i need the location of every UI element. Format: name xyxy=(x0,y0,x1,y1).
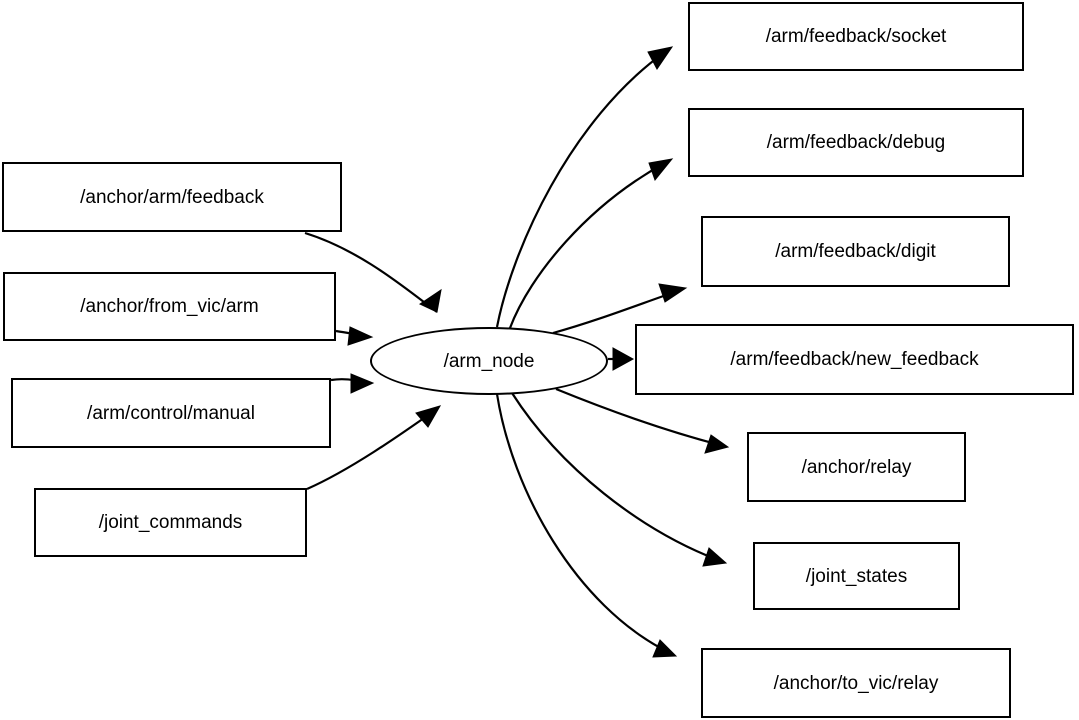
edge-arrowhead-icon xyxy=(350,373,375,394)
edge-arrowhead-icon xyxy=(658,283,688,303)
edge-line xyxy=(495,393,669,653)
graph-edge xyxy=(495,393,678,658)
topic-node-label: /arm/feedback/digit xyxy=(775,241,936,262)
topic-node-label: /joint_states xyxy=(805,565,908,587)
edge-arrowhead-icon xyxy=(652,639,678,658)
graph-edge xyxy=(608,347,635,371)
topic-node-label: /arm/feedback/debug xyxy=(766,132,946,153)
topic-node-input[interactable]: /anchor/from_vic/arm xyxy=(3,272,336,341)
graph-edge xyxy=(508,158,674,329)
edge-arrowhead-icon xyxy=(702,547,728,567)
edge-line xyxy=(555,387,721,447)
edge-arrowhead-icon xyxy=(612,347,635,371)
topic-node-output[interactable]: /arm/feedback/new_feedback xyxy=(635,324,1074,395)
topic-node-label: /arm/feedback/socket xyxy=(765,26,947,47)
topic-node-output[interactable]: /arm/feedback/socket xyxy=(688,2,1024,71)
graph-edge xyxy=(511,392,728,567)
topic-node-output[interactable]: /anchor/relay xyxy=(747,432,966,502)
topic-node-label: /anchor/relay xyxy=(801,456,912,478)
graph-edge xyxy=(304,231,442,313)
topic-node-output[interactable]: /anchor/to_vic/relay xyxy=(701,648,1011,718)
topic-node-output[interactable]: /arm/feedback/debug xyxy=(688,108,1024,177)
topic-node-label: /anchor/to_vic/relay xyxy=(773,672,939,694)
edge-line xyxy=(495,51,666,328)
topic-node-label: /arm/feedback/new_feedback xyxy=(730,349,979,370)
edge-arrowhead-icon xyxy=(648,158,674,182)
graph-edge xyxy=(330,373,375,394)
edge-line xyxy=(511,392,719,562)
topic-node-input[interactable]: /joint_commands xyxy=(34,488,307,557)
edge-arrowhead-icon xyxy=(415,405,442,428)
topic-node-label: /arm/control/manual xyxy=(87,402,255,424)
graph-edge xyxy=(306,405,442,491)
graph-edge xyxy=(335,326,374,346)
topic-node-label: /anchor/from_vic/arm xyxy=(80,296,259,317)
graph-edge xyxy=(552,283,688,335)
edge-arrowhead-icon xyxy=(418,288,442,313)
node-arm-node[interactable]: /arm_node xyxy=(370,327,608,395)
topic-node-input[interactable]: /anchor/arm/feedback xyxy=(2,162,342,232)
edge-arrowhead-icon xyxy=(647,46,674,70)
edge-arrowhead-icon xyxy=(704,434,730,454)
topic-node-output[interactable]: /joint_states xyxy=(753,542,960,610)
graph-edge xyxy=(555,387,730,454)
topic-node-input[interactable]: /arm/control/manual xyxy=(11,378,331,448)
edge-line xyxy=(508,162,666,329)
topic-node-output[interactable]: /arm/feedback/digit xyxy=(701,216,1010,287)
node-arm-node-label: /arm_node xyxy=(443,350,535,372)
topic-node-label: /joint_commands xyxy=(98,512,243,533)
graph-edge xyxy=(495,46,674,328)
edge-arrowhead-icon xyxy=(347,326,374,346)
topic-node-label: /anchor/arm/feedback xyxy=(80,186,264,208)
